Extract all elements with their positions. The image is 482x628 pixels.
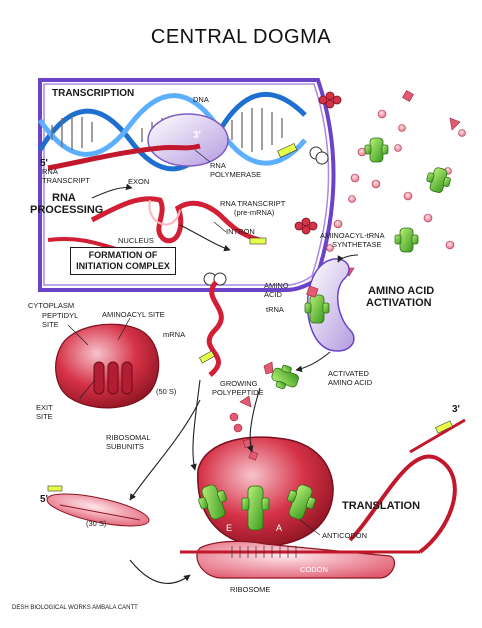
trna-site-p: [241, 485, 270, 531]
codon-label: CODON: [300, 565, 328, 574]
nuclear-pore-top: [309, 146, 329, 165]
publisher-footer: DESH BIOLOGICAL WORKS AMBALA CANTT: [12, 605, 138, 611]
dna-three-prime-label: 3': [193, 130, 201, 141]
exon-label: EXON: [128, 177, 150, 186]
lower-five-prime-label: 5': [40, 494, 48, 505]
dna-label: DNA: [193, 95, 209, 104]
anticodon-label: ANTICODON: [322, 531, 367, 540]
pre-mrna-label: RNA TRANSCRIPT(pre-mRNA): [220, 199, 286, 217]
mrna-long-ribbon: [348, 454, 457, 554]
small-subunit-30s: [46, 493, 150, 527]
aminoacyl-site-label: AMINOACYL SITE: [102, 310, 165, 319]
lower-three-prime-label: 3': [452, 404, 460, 415]
trna-free-3: [394, 227, 419, 253]
trna-free-2: [426, 167, 451, 193]
subunit-tunnels: [93, 361, 133, 395]
cap-marker-2: [249, 237, 267, 245]
mrna-cap: [199, 350, 215, 364]
rna-polymerase: [147, 113, 229, 167]
page-title: CENTRAL DOGMA: [150, 26, 332, 48]
large-subunit-label: (50 S): [156, 387, 177, 396]
mrna-label: mRNA: [163, 330, 186, 339]
mrna-exit-ribbon: [206, 280, 224, 377]
translation-heading: TRANSLATION: [342, 500, 421, 512]
trna-site-e: [198, 484, 227, 520]
trna-free-1: [364, 137, 389, 163]
trna-activation: [304, 294, 330, 324]
free-amino-acids: [326, 109, 466, 252]
large-subunit-50s: [55, 323, 160, 409]
synthetase-enzyme-2: [294, 217, 318, 235]
trna-label: tRNA: [266, 305, 284, 314]
five-prime-label: 5': [40, 158, 48, 169]
synthetase-enzyme-1: [318, 91, 342, 109]
intron-label: INTRON: [226, 227, 255, 236]
site-a-label: A: [276, 523, 283, 533]
cytoplasm-label: CYTOPLASM: [28, 301, 75, 310]
ribosome-label: RIBOSOME: [230, 585, 271, 594]
pre-mrna-ribbon: [90, 196, 261, 244]
cap-marker-1: [277, 143, 298, 158]
trna-activated: [271, 364, 299, 390]
small-subunit-label: (30 S): [86, 519, 107, 528]
trna-site-a: [287, 484, 316, 520]
nucleus-label: NUCLEUS: [118, 236, 154, 245]
transcription-heading: TRANSCRIPTION: [52, 88, 135, 99]
rna-transcript-ribbon: [47, 143, 201, 171]
initiation-complex-box: FORMATION OF INITIATION COMPLEX: [70, 247, 176, 275]
site-e-label: E: [226, 523, 233, 533]
